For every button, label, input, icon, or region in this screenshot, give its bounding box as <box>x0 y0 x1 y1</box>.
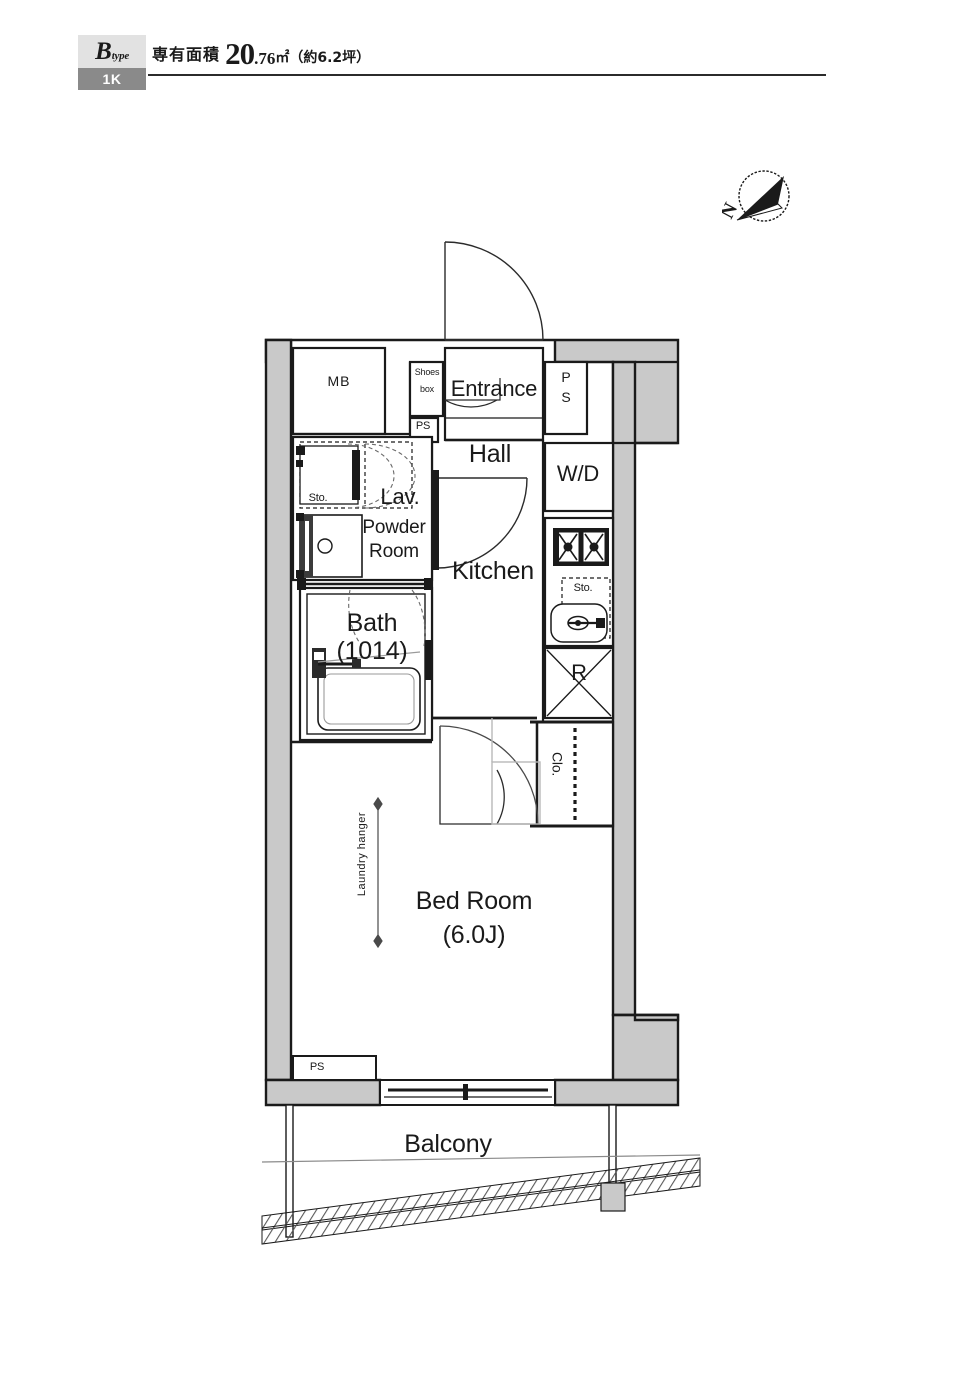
area-decimal: .76 <box>254 49 276 68</box>
label-shoes-box-line2: box <box>420 384 434 394</box>
area-summary: 専有面積 20.76㎡（約6.2坪） <box>152 36 370 72</box>
area-label: 専有面積 <box>152 45 221 64</box>
unit-type-badge: B type <box>78 35 146 68</box>
compass-rose: N <box>716 168 792 234</box>
entrance-door-swing <box>444 241 544 341</box>
unit-type-word: type <box>111 50 129 62</box>
area-integer: 20 <box>225 36 255 71</box>
plan-header: B type 1K 専有面積 20.76㎡（約6.2坪） <box>0 0 960 100</box>
label-ps-bottom: PS <box>309 1061 325 1073</box>
label-hall: Hall <box>468 440 512 468</box>
label-sto-kitchen: Sto. <box>573 582 593 594</box>
laundry-hanger-dimension <box>373 796 383 949</box>
bath-fixtures <box>297 578 433 731</box>
balcony-railing <box>261 1104 701 1245</box>
label-closet: Clo. <box>549 752 566 777</box>
plan-code-badge: 1K <box>78 68 146 90</box>
label-ps-right-line2: S <box>561 389 571 405</box>
header-divider <box>148 74 826 76</box>
label-bath: Bath <box>346 609 398 637</box>
label-balcony: Balcony <box>404 1130 492 1158</box>
label-laundry-hanger: Laundry hanger <box>356 812 368 897</box>
unit-type-letter: B <box>95 38 112 65</box>
bedroom-door-swing <box>439 718 541 825</box>
label-powder-line1: Powder <box>362 517 426 538</box>
area-unit: ㎡ <box>275 50 290 66</box>
label-bedroom-size: (6.0J) <box>442 921 506 949</box>
powder-room-fixtures <box>296 441 416 578</box>
label-lav: Lav. <box>380 484 420 509</box>
label-kitchen: Kitchen <box>452 557 534 585</box>
label-bath-size: (1014) <box>336 637 408 665</box>
label-refrigerator: R <box>571 660 587 685</box>
label-powder-line2: Room <box>369 541 419 562</box>
ps-bottom-box <box>292 1055 377 1081</box>
label-ps-right-line1: P <box>561 369 571 385</box>
label-ps-top-left: PS <box>415 420 431 432</box>
kitchen-fixtures <box>546 528 612 717</box>
area-tsubo: （約6.2坪） <box>289 50 371 66</box>
label-mb: MB <box>327 373 351 389</box>
entrance-inner-door <box>444 378 501 408</box>
label-bedroom: Bed Room <box>415 887 533 915</box>
label-entrance: Entrance <box>450 376 538 401</box>
label-sto-lav: Sto. <box>308 492 328 504</box>
balcony-sliding-door <box>379 1079 556 1106</box>
label-wd: W/D <box>556 461 600 486</box>
label-shoes-box-line1: Shoes <box>414 367 440 377</box>
hall-door-swing <box>432 470 528 570</box>
